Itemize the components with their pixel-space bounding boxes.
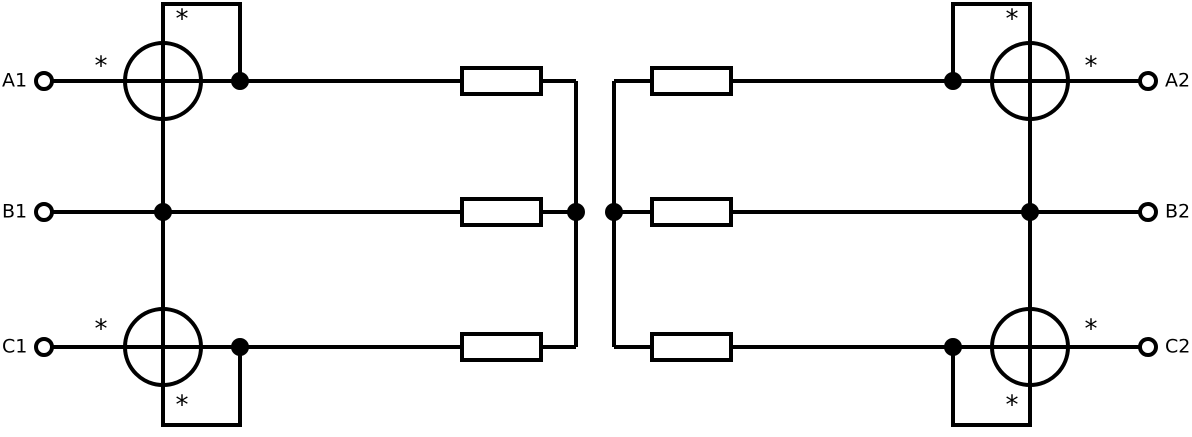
winding-c1 — [123, 307, 203, 387]
polarity-a2-line-asterisk: * — [1085, 52, 1098, 82]
polarity-c1-line-asterisk: * — [95, 315, 108, 345]
terminal-b1-ring[interactable] — [34, 202, 54, 222]
polarity-a1-line-asterisk: * — [95, 52, 108, 82]
node-bus-left — [567, 203, 585, 221]
polarity-c2-line-asterisk: * — [1085, 315, 1098, 345]
resistor-left-c — [460, 332, 543, 362]
terminal-a1-ring[interactable] — [34, 71, 54, 91]
wire-a2-bracket — [951, 2, 1032, 81]
node-b1 — [154, 203, 172, 221]
resistor-right-c — [650, 332, 733, 362]
wire-a1-bracket — [161, 2, 242, 81]
node-c1 — [231, 338, 249, 356]
polarity-a2-bracket-asterisk: * — [1006, 5, 1019, 35]
terminal-label-c2: C2 — [1165, 336, 1190, 358]
terminal-a2-ring[interactable] — [1138, 71, 1158, 91]
node-c2 — [944, 338, 962, 356]
winding-c2 — [990, 307, 1070, 387]
terminal-label-b1: B1 — [2, 201, 27, 223]
resistor-left-a — [460, 66, 543, 96]
terminal-label-b2: B2 — [1165, 201, 1190, 223]
polarity-c1-bracket-asterisk: * — [176, 391, 189, 421]
resistor-left-b — [460, 197, 543, 227]
terminal-label-c1: C1 — [2, 336, 27, 358]
wire-c2-bracket — [951, 347, 1032, 427]
terminal-c1-ring[interactable] — [34, 337, 54, 357]
polarity-c2-bracket-asterisk: * — [1006, 391, 1019, 421]
node-a2 — [944, 72, 962, 90]
node-b2 — [1021, 203, 1039, 221]
winding-a1 — [123, 41, 203, 121]
terminal-c2-ring[interactable] — [1138, 337, 1158, 357]
resistor-right-a — [650, 66, 733, 96]
resistor-right-b — [650, 197, 733, 227]
winding-a2 — [990, 41, 1070, 121]
terminal-b2-ring[interactable] — [1138, 202, 1158, 222]
terminal-label-a1: A1 — [2, 70, 27, 92]
wire-c1-bracket — [161, 347, 242, 427]
polarity-a1-bracket-asterisk: * — [176, 5, 189, 35]
node-a1 — [231, 72, 249, 90]
node-bus-right — [605, 203, 623, 221]
terminal-label-a2: A2 — [1165, 70, 1190, 92]
